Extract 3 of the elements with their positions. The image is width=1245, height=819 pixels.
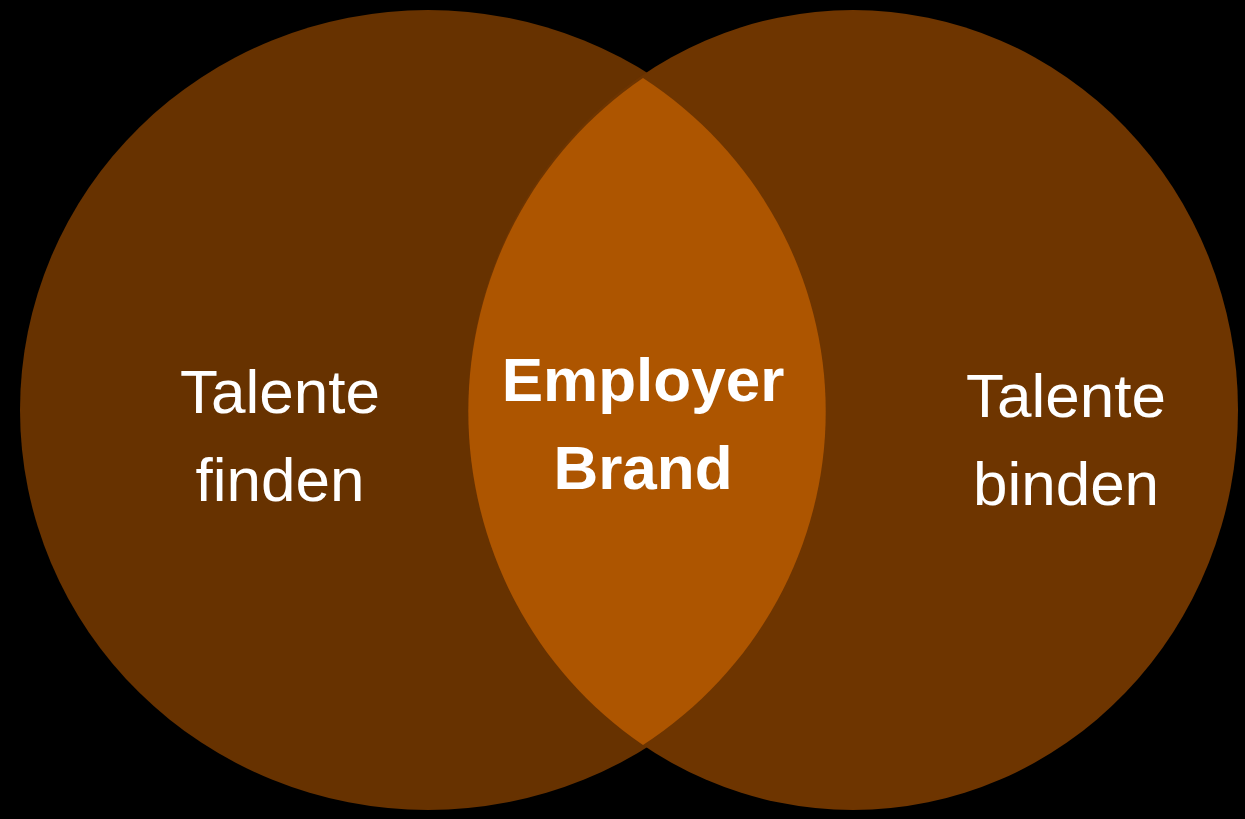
- circle-label: Talente binden: [965, 360, 1167, 520]
- center-label: Employer Brand: [500, 344, 786, 504]
- circle-label: Talente finden: [179, 356, 381, 516]
